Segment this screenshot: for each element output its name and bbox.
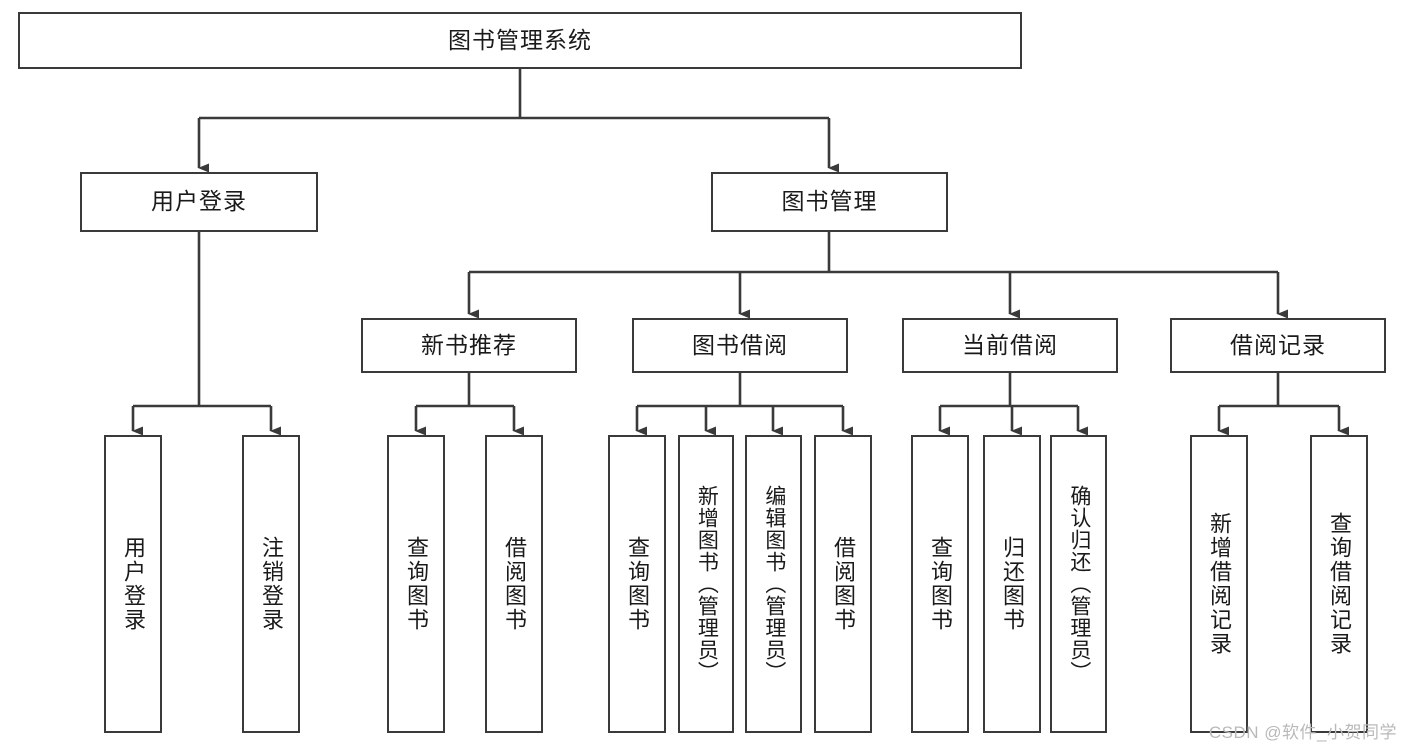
leaf-add-borrow-record[interactable]: 新增借阅记录: [1190, 435, 1248, 733]
node-book-borrow[interactable]: 图书借阅: [632, 318, 848, 373]
node-root-label: 图书管理系统: [448, 26, 592, 53]
leaf-label: 查询图书: [403, 536, 429, 632]
leaf-add-book-admin[interactable]: 新增图书（管理员）: [678, 435, 734, 733]
leaf-label: 编辑图书（管理员）: [762, 485, 786, 683]
node-new-book-recommend[interactable]: 新书推荐: [361, 318, 577, 373]
leaf-borrow-books-recommend[interactable]: 借阅图书: [485, 435, 543, 733]
node-current-borrow[interactable]: 当前借阅: [902, 318, 1118, 373]
leaf-logout-login[interactable]: 注销登录: [242, 435, 300, 733]
node-user-login-label: 用户登录: [151, 188, 247, 215]
leaf-label: 归还图书: [999, 536, 1025, 632]
leaf-user-login[interactable]: 用户登录: [104, 435, 162, 733]
leaf-query-books-current[interactable]: 查询图书: [911, 435, 969, 733]
node-user-login[interactable]: 用户登录: [80, 172, 318, 232]
leaf-label: 新增图书（管理员）: [695, 485, 719, 683]
node-root[interactable]: 图书管理系统: [18, 12, 1022, 69]
leaf-label: 注销登录: [258, 536, 284, 632]
leaf-label: 借阅图书: [830, 536, 856, 632]
leaf-query-books-borrow[interactable]: 查询图书: [608, 435, 666, 733]
leaf-query-borrow-record[interactable]: 查询借阅记录: [1310, 435, 1368, 733]
node-borrow-record[interactable]: 借阅记录: [1170, 318, 1386, 373]
leaf-label: 新增借阅记录: [1206, 512, 1232, 656]
leaf-edit-book-admin[interactable]: 编辑图书（管理员）: [745, 435, 802, 733]
watermark-text: CSDN @软件_小贺同学: [1208, 723, 1397, 742]
leaf-label: 查询图书: [927, 536, 953, 632]
node-borrow-record-label: 借阅记录: [1230, 331, 1326, 358]
leaf-label: 借阅图书: [501, 536, 527, 632]
leaf-label: 用户登录: [120, 536, 146, 632]
leaf-label: 确认归还（管理员）: [1067, 485, 1091, 683]
leaf-return-books[interactable]: 归还图书: [983, 435, 1041, 733]
leaf-query-books-recommend[interactable]: 查询图书: [387, 435, 445, 733]
leaf-label: 查询借阅记录: [1326, 512, 1352, 656]
node-book-management-label: 图书管理: [781, 188, 878, 215]
leaf-confirm-return-admin[interactable]: 确认归还（管理员）: [1050, 435, 1107, 733]
leaf-borrow-books[interactable]: 借阅图书: [814, 435, 872, 733]
node-current-borrow-label: 当前借阅: [962, 331, 1058, 358]
node-book-management[interactable]: 图书管理: [711, 172, 948, 232]
node-book-borrow-label: 图书借阅: [692, 331, 788, 358]
node-new-book-recommend-label: 新书推荐: [421, 331, 517, 358]
leaf-label: 查询图书: [624, 536, 650, 632]
